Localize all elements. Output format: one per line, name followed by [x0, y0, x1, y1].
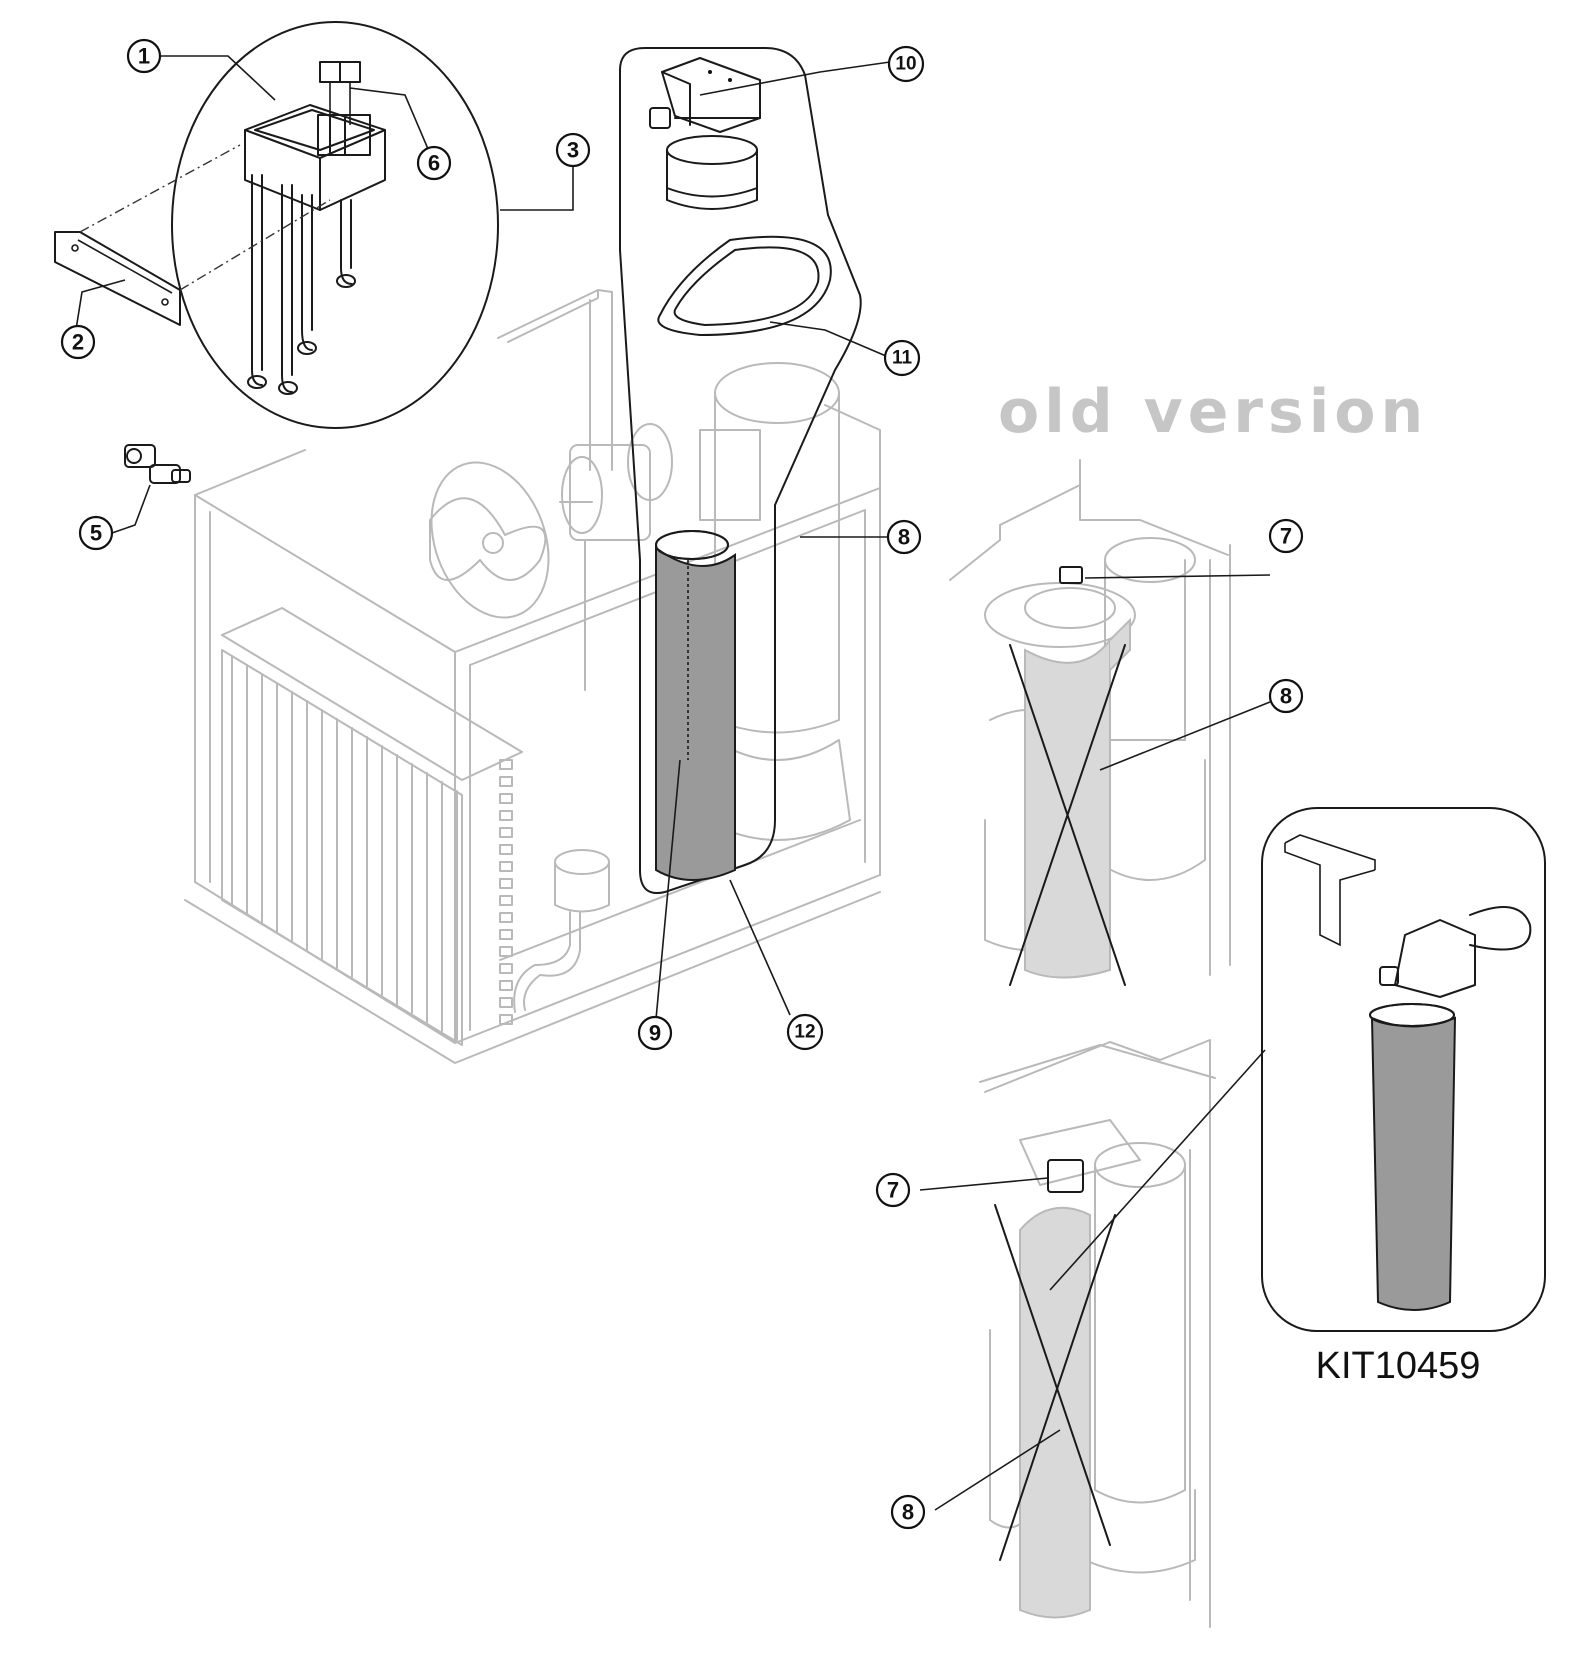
new-chute-detail	[619, 47, 862, 894]
vent-slot	[499, 946, 513, 957]
callout-1: 1	[126, 38, 162, 74]
callout-8-main-text: 8	[898, 525, 910, 550]
old-version-label: old version	[998, 377, 1428, 447]
receiver-tank	[513, 849, 610, 1013]
vent-slot	[499, 912, 513, 923]
leader-lines	[73, 55, 891, 1031]
callout-11-text: 11	[892, 348, 913, 369]
callout-2-text: 2	[72, 330, 84, 355]
fan-assembly	[429, 423, 673, 619]
vent-slot	[499, 827, 513, 838]
vent-slot	[499, 844, 513, 855]
kit-code-label: KIT10459	[1316, 1345, 1481, 1387]
callout-12: 12	[786, 1013, 824, 1051]
callout-8-main: 8	[886, 519, 922, 555]
callout-6-text: 6	[428, 151, 440, 176]
reservoir-detail	[171, 21, 499, 429]
old-version-upper	[949, 459, 1271, 986]
callout-7-upper: 7	[1268, 518, 1304, 554]
vent-slot	[499, 980, 513, 991]
machine-frame	[184, 289, 881, 1064]
callout-5: 5	[78, 515, 114, 551]
vent-slot	[499, 895, 513, 906]
callout-10: 10	[887, 45, 925, 83]
callout-7-upper-text: 7	[1280, 524, 1292, 549]
kit-box	[1261, 807, 1546, 1332]
valve-part	[124, 444, 191, 484]
callout-11: 11	[883, 339, 921, 377]
callout-6: 6	[416, 145, 452, 181]
callout-8-upper-text: 8	[1280, 684, 1292, 709]
vent-slot	[499, 929, 513, 940]
callout-7-lower-text: 7	[887, 1178, 899, 1203]
vent-slot	[499, 878, 513, 889]
callout-12-text: 12	[794, 1022, 815, 1043]
callout-8-lower: 8	[890, 1494, 926, 1530]
vent-slot	[499, 810, 513, 821]
vent-slot	[499, 759, 513, 770]
vent-slot	[499, 861, 513, 872]
callout-8-lower-text: 8	[902, 1500, 914, 1525]
callout-8-upper: 8	[1268, 678, 1304, 714]
callout-2: 2	[60, 324, 96, 360]
condenser	[221, 607, 523, 1046]
vent-slot	[499, 793, 513, 804]
old-version-lower	[919, 1039, 1266, 1628]
callout-9-text: 9	[649, 1021, 661, 1046]
callout-10-text: 10	[895, 54, 916, 75]
vent-slot	[499, 997, 513, 1008]
bracket-part	[54, 144, 331, 326]
callout-5-text: 5	[90, 521, 102, 546]
callout-9: 9	[637, 1015, 673, 1051]
vent-slot	[499, 1014, 513, 1025]
vent-slot	[499, 776, 513, 787]
callout-7-lower: 7	[875, 1172, 911, 1208]
callout-1-text: 1	[138, 44, 150, 69]
callout-3-text: 3	[567, 138, 579, 163]
vent-slot	[499, 963, 513, 974]
callout-3: 3	[555, 132, 591, 168]
